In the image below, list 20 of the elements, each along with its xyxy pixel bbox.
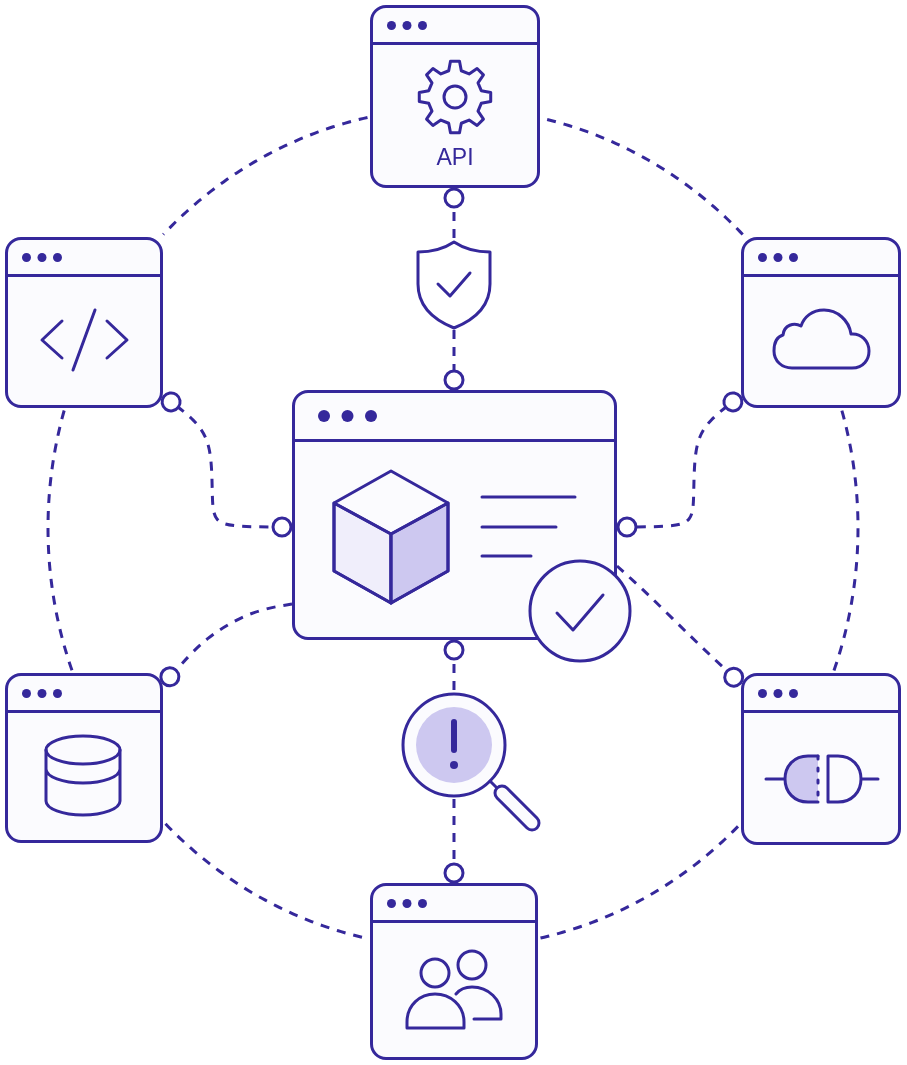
browser-window [5, 673, 163, 843]
dashed-connector [443, 330, 465, 391]
dashed-connector [159, 602, 293, 688]
dashed-connector [443, 639, 465, 690]
dashed-connector [443, 798, 465, 884]
window-label: API [435, 143, 475, 171]
shield-check-icon [414, 238, 494, 330]
dashed-connector [46, 410, 74, 671]
dashed-connector [616, 391, 744, 538]
dashed-connector [443, 187, 465, 238]
dashed-connector [540, 824, 740, 940]
dashed-connector [162, 116, 368, 236]
browser-window [370, 5, 540, 188]
dashed-connector [616, 564, 745, 688]
browser-window [741, 237, 901, 408]
dashed-connector [160, 391, 293, 538]
browser-window [5, 237, 163, 408]
browser-window [741, 673, 901, 845]
browser-window [370, 883, 538, 1060]
dashed-connector [832, 410, 860, 671]
